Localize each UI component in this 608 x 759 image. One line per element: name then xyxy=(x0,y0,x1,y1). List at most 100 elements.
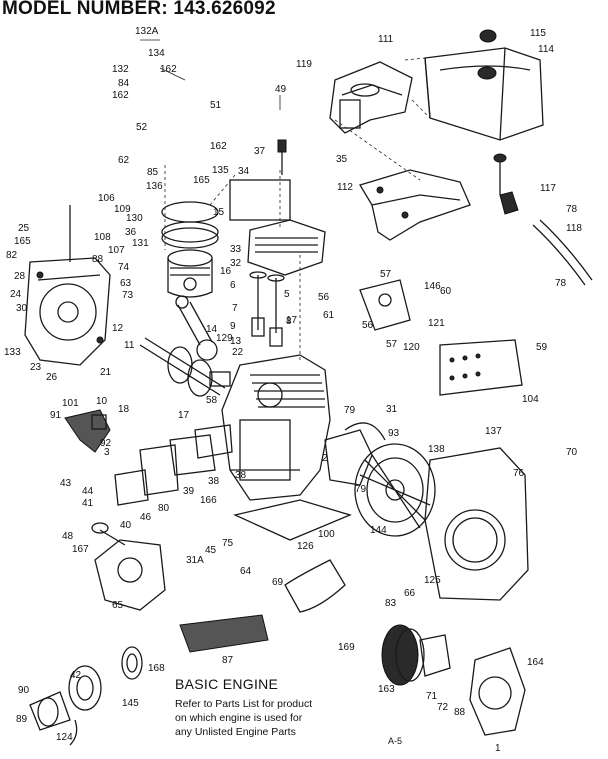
note-line: any Unlisted Engine Parts xyxy=(175,726,296,738)
part-callout-label: 166 xyxy=(200,495,217,506)
part-callout-label: 111 xyxy=(378,34,394,45)
tube xyxy=(69,719,78,746)
part-callout-label: 40 xyxy=(120,520,132,531)
part-callout-label: 91 xyxy=(50,410,62,421)
cylinder-head xyxy=(209,139,326,276)
part-callout-label: 121 xyxy=(428,318,445,329)
crankshaft xyxy=(139,337,231,397)
breather-assembly xyxy=(114,424,233,506)
note-title: BASIC ENGINE xyxy=(175,676,279,692)
part-callout-label: 162 xyxy=(160,64,177,75)
part-callout-label: 31A xyxy=(186,555,204,566)
guard-plate xyxy=(284,559,346,613)
part-callout-label: 108 xyxy=(94,232,111,243)
part-callout-label: 43 xyxy=(60,478,72,489)
part-callout-label: 51 xyxy=(210,100,222,111)
blower-housing xyxy=(424,447,529,601)
page-code: A-5 xyxy=(388,736,403,746)
tank-bracket xyxy=(329,57,431,134)
valves xyxy=(249,271,285,347)
part-callout-label: 109 xyxy=(114,204,131,215)
part-callout-label: 38 xyxy=(235,470,247,481)
part-callout-label: 101 xyxy=(62,398,79,409)
part-callout-label: 145 xyxy=(122,698,139,709)
part-callout-label: 134 xyxy=(148,48,165,59)
muffler-bracket xyxy=(359,279,411,331)
part-callout-label: 57 xyxy=(380,269,392,280)
part-callout-label: 62 xyxy=(118,155,130,166)
model-number-title: MODEL NUMBER: 143.626092 xyxy=(2,0,276,19)
recoil-starter xyxy=(469,647,526,736)
part-callout-label: 71 xyxy=(426,691,438,702)
part-callout-label: 162 xyxy=(112,90,129,101)
part-callout-label: 64 xyxy=(240,566,252,577)
part-callout-label: 56 xyxy=(362,320,374,331)
part-callout-label: 13 xyxy=(230,336,242,347)
part-callout-label: 69 xyxy=(272,577,284,588)
part-callout-label: 131 xyxy=(132,238,149,249)
part-callout-label: 17 xyxy=(178,410,190,421)
part-callout-label: 46 xyxy=(140,512,152,523)
part-callout-label: 66 xyxy=(404,588,416,599)
part-callout-label: 44 xyxy=(82,486,94,497)
engine-block xyxy=(221,354,331,501)
part-callout-label: 119 xyxy=(296,59,312,70)
part-callout-label: 65 xyxy=(112,600,124,611)
part-callout-label: 88 xyxy=(92,254,104,265)
part-callout-label: 164 xyxy=(527,657,544,668)
part-callout-label: 9 xyxy=(230,321,236,332)
part-callout-label: 76 xyxy=(513,468,525,479)
part-callout-label: 107 xyxy=(108,245,125,256)
part-callout-label: 31 xyxy=(386,404,398,415)
part-callout-label: 132A xyxy=(135,26,159,37)
part-callout-label: 11 xyxy=(124,340,135,351)
part-callout-label: 36 xyxy=(125,227,137,238)
part-callout-label: 135 xyxy=(212,165,229,176)
part-callout-label: 58 xyxy=(206,395,218,406)
note-line: on which engine is used for xyxy=(175,712,303,724)
tank-mount-bracket xyxy=(359,169,471,241)
part-callout-label: 12 xyxy=(112,323,124,334)
part-callout-label: 72 xyxy=(437,702,449,713)
part-callout-label: 100 xyxy=(318,529,335,540)
part-callout-label: 57 xyxy=(386,339,398,350)
piston-rings xyxy=(161,201,219,249)
drive-cup xyxy=(121,646,143,680)
starter-cup xyxy=(419,634,451,677)
part-callout-label: 90 xyxy=(18,685,30,696)
fuel-line xyxy=(493,153,593,286)
part-callout-label: 167 xyxy=(72,544,89,555)
part-callout-label: 49 xyxy=(275,84,287,95)
part-callout-label: 42 xyxy=(70,670,82,681)
part-callout-label: 39 xyxy=(183,486,195,497)
part-callout-label: 106 xyxy=(98,193,115,204)
part-callout-label: 120 xyxy=(403,342,420,353)
part-callout-label: 28 xyxy=(14,271,26,282)
part-callout-label: 8 xyxy=(286,316,292,327)
gear xyxy=(68,665,102,711)
part-callout-label: 114 xyxy=(538,44,554,55)
part-callout-label: 169 xyxy=(338,642,355,653)
part-callout-label: 115 xyxy=(530,28,546,39)
crankcase-cover xyxy=(24,205,111,366)
part-callout-label: 61 xyxy=(323,310,335,321)
muffler-shield xyxy=(439,339,523,396)
part-callout-label: 165 xyxy=(193,175,210,186)
part-callout-label: 33 xyxy=(230,244,242,255)
part-callout-label: 25 xyxy=(18,223,30,234)
part-callout-label: 23 xyxy=(30,362,42,373)
part-callout-label: 73 xyxy=(122,290,134,301)
part-callout-label: 89 xyxy=(16,714,28,725)
part-callout-label: 165 xyxy=(14,236,31,247)
part-callout-label: 21 xyxy=(100,367,112,378)
part-callout-label: 56 xyxy=(318,292,330,303)
part-callout-label: 79 xyxy=(355,484,367,495)
part-callout-label: 41 xyxy=(82,498,94,509)
part-callout-label: 133 xyxy=(4,347,21,358)
piston xyxy=(167,249,213,298)
part-callout-label: 16 xyxy=(220,266,232,277)
part-callout-label: 92 xyxy=(100,438,112,449)
part-callout-label: 78 xyxy=(555,278,567,289)
part-callout-label: 130 xyxy=(126,213,143,224)
part-callout-label: 6 xyxy=(230,280,236,291)
